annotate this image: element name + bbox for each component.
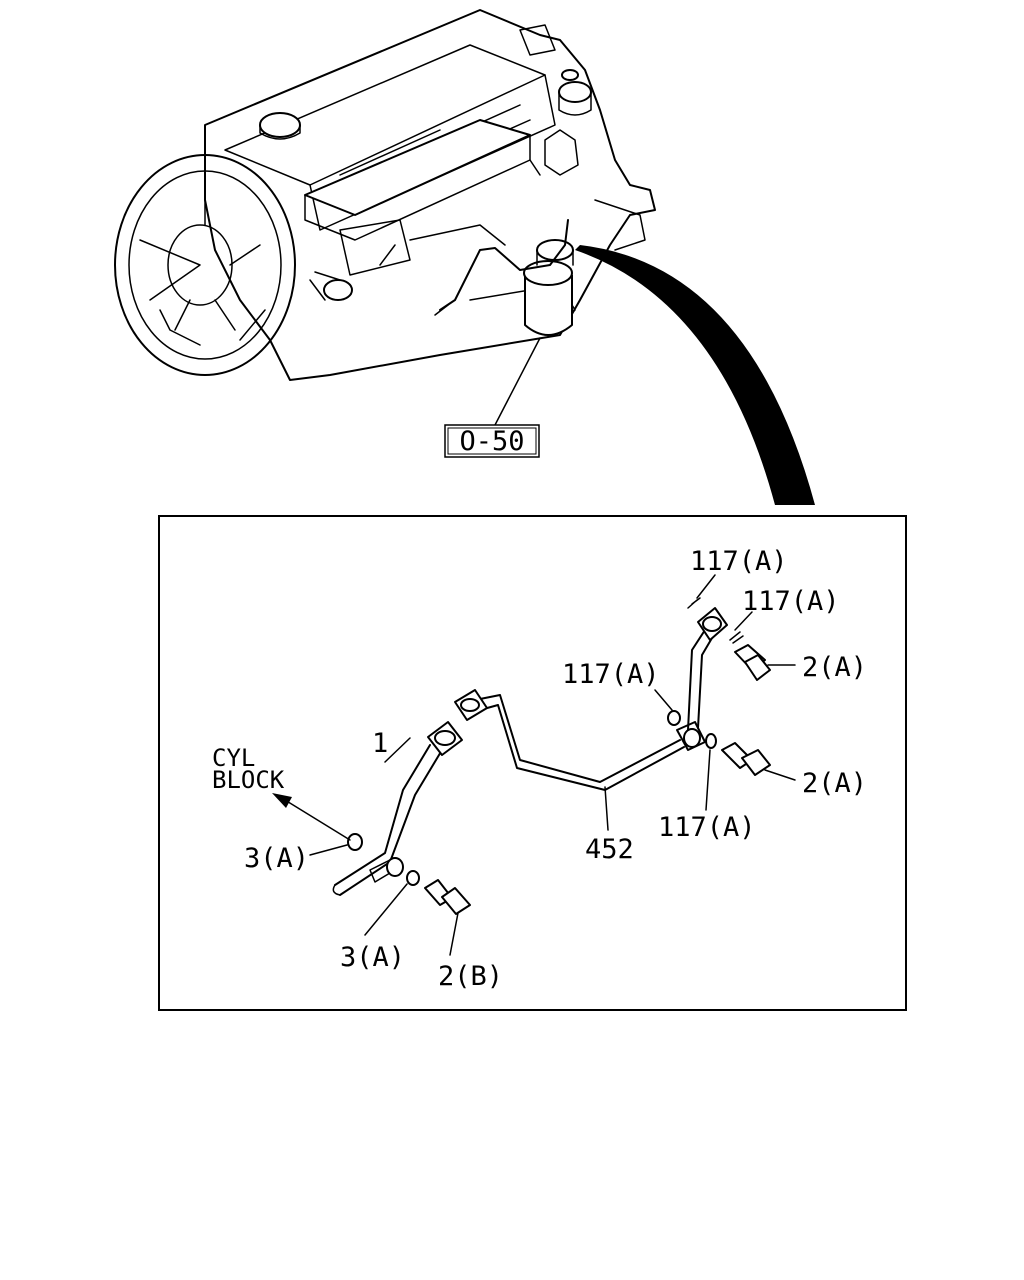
- callout-117a-right[interactable]: 117(A): [742, 586, 840, 617]
- detail-pointer: [575, 245, 815, 505]
- callout-2a-lower[interactable]: 2(A): [802, 768, 867, 799]
- washer-3a-bottom: [406, 870, 420, 886]
- seal-117a-right: [729, 631, 744, 644]
- seal-117a-top: [687, 597, 701, 609]
- callout-2a-upper[interactable]: 2(A): [802, 652, 867, 683]
- ref-box-o50[interactable]: O-50: [444, 424, 540, 458]
- callout-117a-mid[interactable]: 117(A): [562, 659, 660, 690]
- washer-3a-left: [347, 833, 363, 851]
- callout-117a-top[interactable]: 117(A): [690, 546, 788, 577]
- engine-illustration: [114, 9, 815, 505]
- cyl-block-label-line2: BLOCK: [212, 766, 285, 794]
- callout-3a-left[interactable]: 3(A): [244, 843, 309, 874]
- washer-117a-mid: [667, 710, 681, 726]
- ref-box-label: O-50: [459, 426, 524, 457]
- cyl-block-arrow: [272, 793, 292, 808]
- callout-117a-bottom[interactable]: 117(A): [658, 812, 756, 843]
- detail-frame: [158, 515, 907, 1011]
- callout-3a-bottom[interactable]: 3(A): [340, 942, 405, 973]
- cyl-block-label-line1: CYL: [212, 744, 255, 772]
- detail-parts: [272, 574, 796, 956]
- callout-part-452[interactable]: 452: [585, 834, 634, 865]
- washer-117a-bottom: [705, 733, 717, 749]
- callout-2b[interactable]: 2(B): [438, 961, 503, 992]
- callout-part-1[interactable]: 1: [372, 728, 388, 759]
